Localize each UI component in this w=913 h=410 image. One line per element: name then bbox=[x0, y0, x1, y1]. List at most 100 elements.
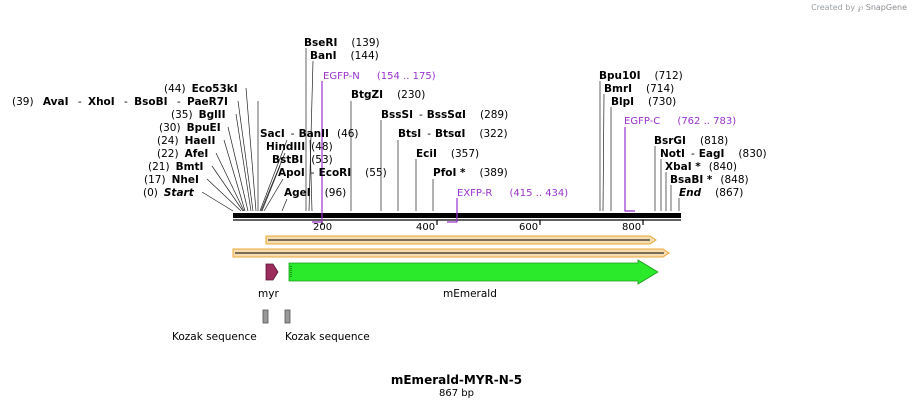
enzyme-label-ecii: EciI(357) bbox=[416, 148, 479, 160]
enzyme-label-afei: (22) AfeI bbox=[157, 148, 208, 160]
enzyme-label-end: End(867) bbox=[679, 187, 743, 199]
enzyme-pos: (44) bbox=[164, 83, 186, 95]
enzyme-label-bpuei: (30) BpuEI bbox=[159, 122, 221, 134]
enzyme-name: AfeI bbox=[185, 148, 209, 160]
enzyme-name: AvaI bbox=[43, 96, 69, 108]
primer-egfp-c-marker bbox=[624, 127, 635, 212]
kozak-feature-box bbox=[262, 309, 269, 324]
primer-label-egfp-c: EGFP-C (762 .. 783) bbox=[624, 116, 736, 127]
kozak-feature-box bbox=[284, 309, 291, 324]
enzyme-label-bmti: (21) BmtI bbox=[148, 161, 203, 173]
enzyme-name: BsoBI bbox=[134, 96, 167, 108]
primer-egfp-n-marker bbox=[312, 81, 323, 223]
snapgene-credit: Created by ℘ SnapGene bbox=[811, 3, 907, 12]
enzyme-pos: (21) bbox=[148, 161, 170, 173]
cut-line-bglii bbox=[235, 113, 252, 212]
cut-line-bstbi bbox=[261, 165, 281, 212]
primer-name: EGFP-C bbox=[624, 116, 660, 127]
map-title: mEmerald-MYR-N-5 bbox=[390, 373, 523, 387]
enzyme-labels-left: (0) Start (17) NheI (21) BmtI (22) AfeI (24)… bbox=[12, 83, 238, 199]
map-length: 867 bp bbox=[439, 388, 474, 399]
cut-line-start bbox=[201, 191, 234, 212]
features: myr mEmerald Kozak sequence Kozak sequen… bbox=[172, 259, 659, 343]
enzyme-name: Eco53kI bbox=[192, 83, 238, 95]
enzyme-label-btgzi: BtgZI(230) bbox=[351, 89, 425, 101]
enzyme-name: Start bbox=[164, 187, 195, 199]
enzyme-group-avai: (39) AvaI - XhoI - BsoBI - PaeR7I bbox=[12, 96, 228, 108]
enzyme-label-bmri: BmrI(714) bbox=[604, 83, 674, 95]
feature-label-memerald: mEmerald bbox=[443, 288, 497, 300]
feature-label-kozak: Kozak sequence bbox=[172, 331, 257, 343]
enzyme-label-bsssi: BssSI-BssSαI(289) bbox=[381, 109, 508, 121]
cut-line-haeii bbox=[223, 139, 246, 212]
enzyme-label-bpu10i: Bpu10I(712) bbox=[599, 70, 683, 82]
cut-line-apoi bbox=[263, 178, 284, 212]
enzyme-label-bani: BanI(144) bbox=[310, 50, 379, 62]
cut-line-bmri bbox=[602, 93, 605, 212]
primer-exfp-r-marker bbox=[447, 198, 458, 223]
enzyme-name: PaeR7I bbox=[187, 96, 228, 108]
myr-feature-arrow bbox=[265, 263, 279, 281]
primer-name: EXFP-R bbox=[457, 188, 492, 199]
ruler-label: 200 bbox=[313, 222, 332, 233]
enzyme-pos: (35) bbox=[171, 109, 193, 121]
enzyme-label-bseri: BseRI(139) bbox=[304, 37, 380, 49]
enzyme-label-hindiii: HindIII(48) bbox=[266, 141, 333, 153]
enzyme-label-bstbi: BstBI(53) bbox=[272, 154, 333, 166]
enzyme-labels-mid: BseRI(139) BanI(144) BtgZI(230) SacI-Ban… bbox=[260, 37, 508, 199]
enzyme-label-bsabi: BsaBI *(848) bbox=[670, 174, 749, 186]
enzyme-name: BmtI bbox=[176, 161, 204, 173]
primers: EGFP-N (154 .. 175) EXFP-R (415 .. 434) … bbox=[312, 71, 736, 223]
enzyme-label-bsrgi: BsrGI(818) bbox=[654, 135, 728, 147]
credit-brand: SnapGene bbox=[865, 3, 907, 12]
enzyme-name: XhoI bbox=[88, 96, 115, 108]
enzyme-label-agei: AgeI(96) bbox=[284, 187, 346, 199]
cut-line-bpuei bbox=[227, 126, 249, 212]
primer-range: (415 .. 434) bbox=[509, 188, 568, 199]
enzyme-label-pfoi: PfoI *(389) bbox=[433, 167, 508, 179]
primer-range: (762 .. 783) bbox=[677, 116, 736, 127]
primer-label-egfp-n: EGFP-N (154 .. 175) bbox=[323, 71, 436, 82]
cut-line-banii bbox=[309, 139, 313, 212]
cut-line-bmti bbox=[211, 165, 244, 212]
feature-label-myr: myr bbox=[258, 288, 279, 300]
enzyme-pos: (24) bbox=[157, 135, 179, 147]
enzyme-name: BpuEI bbox=[187, 122, 221, 134]
cut-line-afei bbox=[215, 152, 245, 212]
enzyme-label-btsi: BtsI-BtsαI(322) bbox=[398, 128, 508, 140]
credit-prefix: Created by bbox=[811, 3, 856, 12]
enzyme-pos: (30) bbox=[159, 122, 181, 134]
enzyme-name: HaeII bbox=[185, 135, 216, 147]
cut-line-hindiii bbox=[260, 152, 286, 212]
enzyme-labels-right: Bpu10I(712) BmrI(714) BlpI(730) BsrGI(81… bbox=[599, 70, 767, 199]
enzyme-pos: (22) bbox=[157, 148, 179, 160]
cut-line-xhoi bbox=[237, 100, 254, 212]
cut-line-bani bbox=[308, 60, 314, 212]
snapgene-logo-icon: ℘ bbox=[857, 3, 864, 12]
feature-label-kozak: Kozak sequence bbox=[285, 331, 370, 343]
enzyme-label-noti: NotI-EagI(830) bbox=[660, 148, 767, 160]
primer-range: (154 .. 175) bbox=[377, 71, 436, 82]
memerald-feature-arrow bbox=[288, 259, 659, 285]
enzyme-label-nhei: (17) NheI bbox=[144, 174, 199, 186]
orf-tracks bbox=[232, 235, 670, 258]
enzyme-pos: (17) bbox=[144, 174, 166, 186]
enzyme-label-blpi: BlpI(730) bbox=[611, 96, 676, 108]
primer-name: EGFP-N bbox=[323, 71, 360, 82]
enzyme-pos: (39) bbox=[12, 96, 34, 108]
enzyme-label-eco53ki: (44) Eco53kI bbox=[164, 83, 238, 95]
enzyme-label-xbai: XbaI *(840) bbox=[665, 161, 737, 173]
enzyme-name: BglII bbox=[199, 109, 226, 121]
cut-line-nhei bbox=[206, 178, 242, 212]
cut-line-agei bbox=[281, 198, 288, 212]
ruler-label: 400 bbox=[416, 222, 435, 233]
enzyme-name: NheI bbox=[172, 174, 199, 186]
enzyme-label-bglii: (35) BglII bbox=[171, 109, 226, 121]
enzyme-pos: (0) bbox=[143, 187, 158, 199]
primer-label-exfp-r: EXFP-R (415 .. 434) bbox=[457, 188, 568, 199]
cut-line-saci bbox=[259, 139, 288, 212]
cut-line-eco53ki bbox=[245, 87, 257, 212]
ruler-label: 600 bbox=[519, 222, 538, 233]
enzyme-label-saci: SacI-BanII(46) bbox=[260, 128, 359, 140]
